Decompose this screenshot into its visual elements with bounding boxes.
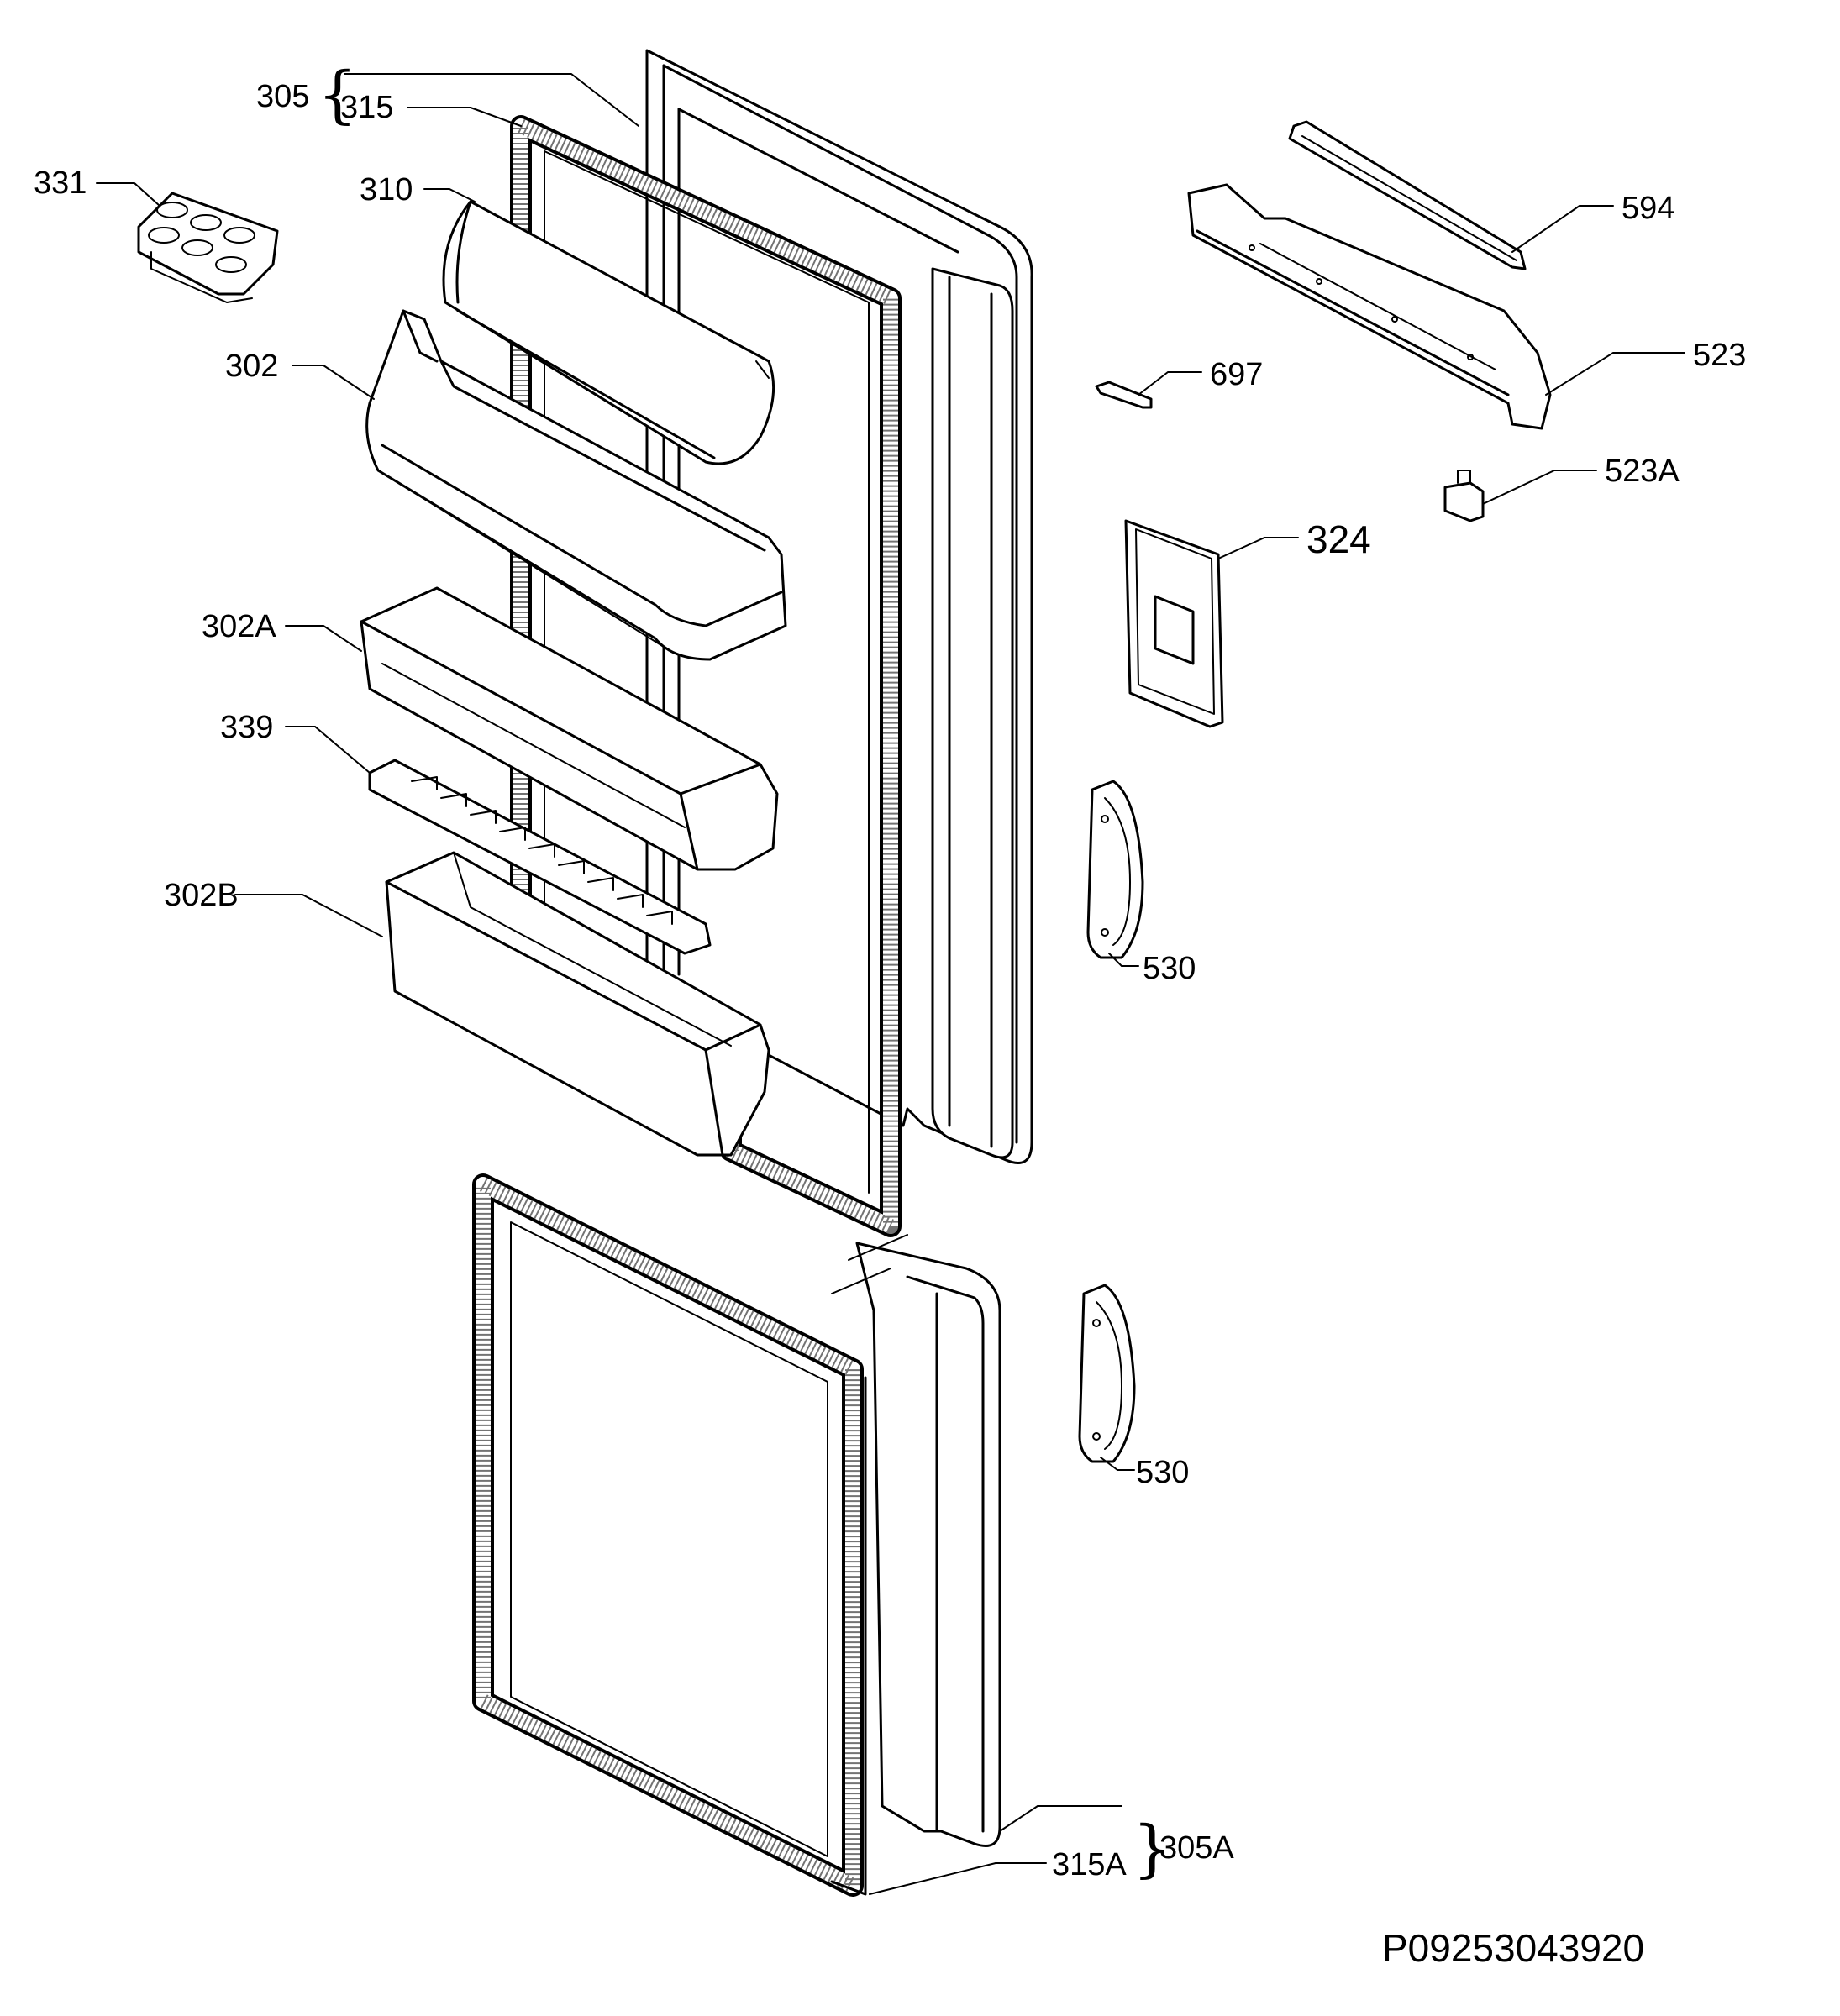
label-523: 523 xyxy=(1693,338,1746,373)
label-324: 324 xyxy=(1306,517,1371,561)
panel-seal-324 xyxy=(1124,519,1224,728)
drawing-code: P09253043920 xyxy=(1382,1926,1644,1970)
trim-strip-594 xyxy=(1288,120,1527,270)
label-594: 594 xyxy=(1622,191,1674,226)
door-bin-302a xyxy=(360,586,779,871)
label-302b: 302B xyxy=(164,878,239,913)
label-697: 697 xyxy=(1210,357,1263,392)
clip-697 xyxy=(1095,381,1153,409)
cap-523a xyxy=(1443,470,1485,522)
label-339: 339 xyxy=(220,710,273,745)
door-handle-530-top xyxy=(1086,780,1144,959)
door-bin-302b xyxy=(385,851,770,1157)
label-315a: 315A xyxy=(1052,1847,1127,1882)
shelf-cover-310 xyxy=(442,200,775,465)
lower-door-gasket xyxy=(472,1173,867,1897)
upper-door-panel xyxy=(645,49,1033,1164)
handle-bar-523 xyxy=(1187,183,1552,430)
label-530-bottom: 530 xyxy=(1136,1455,1189,1490)
bottle-rack-339 xyxy=(368,759,712,955)
label-310: 310 xyxy=(360,172,413,207)
label-523a: 523A xyxy=(1605,454,1680,489)
brace-305a: } xyxy=(1133,1813,1172,1885)
door-bin-302 xyxy=(365,309,787,661)
label-331: 331 xyxy=(34,165,87,201)
leader-lines xyxy=(96,73,1685,1895)
label-305: 305 xyxy=(256,79,309,114)
label-302a: 302A xyxy=(202,609,276,644)
door-handle-530-bottom xyxy=(1078,1284,1136,1463)
label-302: 302 xyxy=(225,349,278,384)
brace-305: { xyxy=(318,59,357,131)
label-315: 315 xyxy=(340,90,393,125)
label-305a: 305A xyxy=(1159,1830,1234,1866)
lower-door-panel xyxy=(831,1234,1001,1847)
egg-tray-331 xyxy=(137,192,279,303)
label-530-top: 530 xyxy=(1143,951,1196,986)
